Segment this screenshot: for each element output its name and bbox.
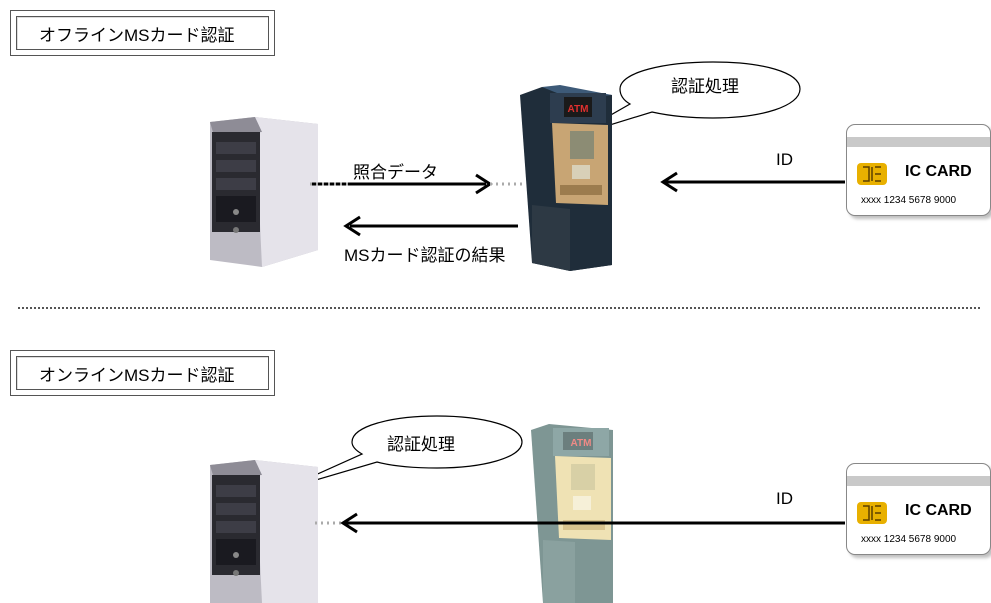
id-arrow	[660, 171, 845, 193]
server-icon	[210, 460, 318, 603]
section-divider	[18, 307, 980, 309]
offline-section-title-box: オフラインMSカード認証	[10, 10, 275, 56]
atm-icon: ATM	[520, 85, 612, 271]
arrow-label-upper: 照合データ	[353, 163, 438, 182]
card-title: IC CARD	[905, 163, 972, 180]
ic-card: IC CARD xxxx 1234 5678 9000	[846, 124, 991, 216]
id-label: ID	[776, 489, 793, 508]
atm-sign: ATM	[568, 104, 589, 115]
offline-section-title: オフラインMSカード認証	[16, 16, 269, 50]
bubble-text: 認証処理	[387, 435, 455, 454]
card-number: xxxx 1234 5678 9000	[861, 534, 957, 545]
arrow-label-lower: MSカード認証の結果	[344, 246, 506, 265]
offline-arrows	[310, 173, 522, 237]
chip-icon	[857, 502, 887, 524]
online-section-title: オンラインMSカード認証	[16, 356, 269, 390]
id-label: ID	[776, 150, 793, 169]
ic-card: IC CARD xxxx 1234 5678 9000	[846, 463, 991, 555]
magnetic-stripe	[847, 476, 990, 486]
speech-bubble	[290, 415, 523, 489]
bubble-text: 認証処理	[671, 77, 739, 96]
atm-sign: ATM	[571, 438, 592, 449]
chip-icon	[857, 163, 887, 185]
card-number: xxxx 1234 5678 9000	[861, 195, 957, 206]
atm-icon-faded: ATM	[531, 424, 613, 603]
online-section-title-box: オンラインMSカード認証	[10, 350, 275, 396]
card-title: IC CARD	[905, 502, 972, 519]
speech-bubble	[573, 61, 801, 137]
online-id-arrow	[315, 512, 845, 534]
server-icon	[210, 117, 318, 267]
magnetic-stripe	[847, 137, 990, 147]
